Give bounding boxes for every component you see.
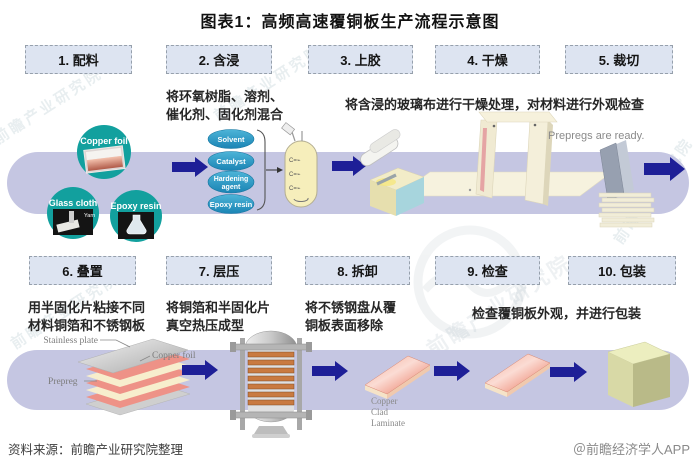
connector-arrowhead (277, 167, 283, 173)
mixing-vessel: C=⌁ C=⌁ C=⌁ (281, 122, 318, 208)
step8-desc-line2: 铜板表面移除 (305, 318, 384, 333)
svg-text:C=⌁: C=⌁ (289, 172, 301, 178)
step7-desc-line2: 真空热压成型 (166, 318, 245, 333)
drying-oven (475, 111, 558, 206)
step7-description: 将铜箔和半固化片 真空热压成型 (166, 299, 270, 335)
step7-desc-line1: 将铜箔和半固化片 (166, 300, 271, 315)
material-glass-cloth: Yarn Glass cloth (47, 187, 99, 239)
impregnation-machine (360, 129, 425, 216)
step8-description: 将不锈钢盘从覆 铜板表面移除 (305, 299, 396, 335)
conveyor-dot (468, 188, 472, 192)
step9-10-description: 检查覆铜板外观，并进行包装 (472, 306, 642, 321)
brace (256, 129, 266, 211)
prepreg-stack (598, 192, 655, 228)
step-box-5: 5. 裁切 (565, 45, 673, 74)
chem-label-agent: agent (222, 184, 241, 191)
copper-clad-laminate-1: Copper Clad Laminate (364, 355, 431, 428)
prepreg-label: Prepreg (48, 377, 78, 387)
step6-description: 用半固化片粘接不同 材料铜箔和不锈钢板 (28, 299, 145, 335)
package-box (607, 341, 671, 407)
material-label: Epoxy resin (110, 201, 161, 211)
arrow-right-icon (312, 361, 348, 381)
arrow-right-icon (434, 361, 470, 381)
material-label: Copper foil (80, 136, 128, 146)
step-box-4: 4. 干燥 (435, 45, 540, 74)
step-box-10: 10. 包装 (568, 256, 676, 285)
arrow-right-icon (644, 157, 685, 181)
prepregs-ready-note: Prepregs are ready. (548, 130, 645, 142)
ccl-label-line2: Clad (371, 407, 388, 417)
page-title: 图表1：高频高速覆铜板生产流程示意图 (200, 14, 500, 31)
lamination-press (230, 330, 312, 438)
source-note: 资料来源：前瞻产业研究院整理 (8, 443, 184, 457)
copper-foil-label: Copper foil (152, 350, 196, 361)
credit-note: ＠前瞻经济学人APP (572, 442, 690, 457)
ccl-label-line1: Copper (371, 396, 398, 406)
chemical-ovals: Solvent Catalyst Hardening agent Epoxy r… (207, 129, 255, 214)
arrow-right-icon (550, 362, 587, 382)
conveyor-sheet (395, 171, 613, 197)
step6-desc-line2: 材料铜箔和不锈钢板 (28, 318, 146, 333)
svg-text:C=⌁: C=⌁ (289, 186, 301, 192)
step2-desc-line1: 将环氧树脂、溶剂、 (166, 89, 284, 104)
material-copper-foil: Copper foil (77, 125, 131, 179)
arrow-right-icon (172, 157, 208, 177)
step6-desc-line1: 用半固化片粘接不同 (28, 300, 146, 315)
step3-4-description: 将含浸的玻璃布进行干燥处理，对材料进行外观检查 (345, 97, 645, 112)
step-box-1: 1. 配料 (25, 45, 132, 74)
step-box-9: 9. 检查 (435, 256, 540, 285)
yarn-label: Yarn (84, 213, 95, 219)
arrow-right-icon (182, 360, 218, 380)
step-box-8: 8. 拆卸 (305, 256, 410, 285)
ccl-label-line3: Laminate (371, 418, 405, 428)
chem-label-hardening: Hardening (214, 176, 249, 183)
step2-description: 将环氧树脂、溶剂、 催化剂、固化剂混合 (166, 88, 283, 124)
vessel-contents: C=⌁ C=⌁ C=⌁ (289, 158, 301, 192)
stainless-plate-label: Stainless plate (43, 336, 98, 346)
chem-label-catalyst: Catalyst (216, 157, 246, 166)
layup-stack: Stainless plate Copper foil Prepreg (43, 336, 196, 416)
copper-clad-laminate-2 (484, 353, 551, 397)
arrow-right-icon (332, 156, 366, 176)
step-box-7: 7. 层压 (166, 256, 272, 285)
chem-label-solvent: Solvent (217, 135, 245, 144)
material-label: Glass cloth (49, 198, 98, 208)
svg-text:C=⌁: C=⌁ (289, 158, 301, 164)
step-box-2: 2. 含浸 (166, 45, 272, 74)
step-box-6: 6. 叠置 (29, 256, 136, 285)
step-box-3: 3. 上胶 (308, 45, 413, 74)
chem-label-epoxy: Epoxy resin (210, 200, 253, 209)
material-epoxy-resin: Epoxy resin (110, 190, 162, 242)
step2-desc-line2: 催化剂、固化剂混合 (166, 107, 284, 122)
step8-desc-line1: 将不锈钢盘从覆 (305, 300, 397, 315)
